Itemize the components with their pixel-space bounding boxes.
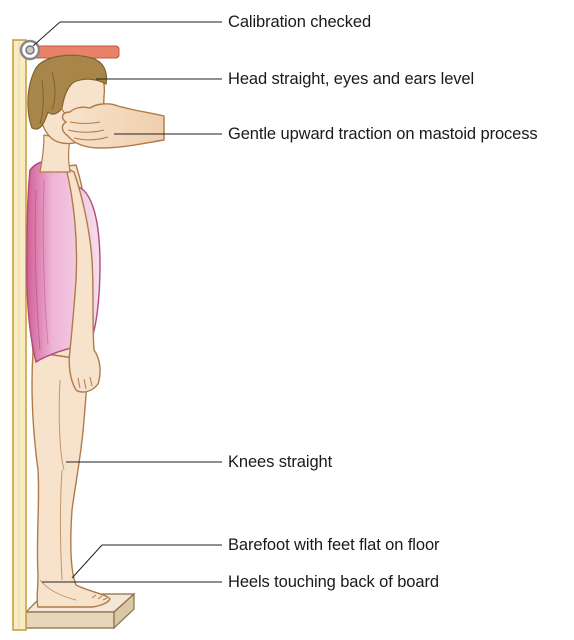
label-traction: Gentle upward traction on mastoid proces… — [228, 125, 538, 143]
calibration-knob — [19, 39, 41, 61]
label-knees: Knees straight — [228, 453, 333, 471]
measuring-board — [12, 39, 27, 631]
legs — [31, 351, 111, 608]
leader-lines — [32, 21, 222, 583]
leader-barefoot — [71, 544, 103, 579]
label-calibration: Calibration checked — [228, 13, 372, 31]
neck — [39, 134, 71, 173]
label-barefoot: Barefoot with feet flat on floor — [228, 536, 440, 554]
label-heels: Heels touching back of board — [228, 573, 439, 591]
label-head: Head straight, eyes and ears level — [228, 70, 475, 88]
arm — [64, 166, 101, 393]
leader-calibration — [32, 21, 61, 47]
examiner-hand — [61, 103, 165, 149]
